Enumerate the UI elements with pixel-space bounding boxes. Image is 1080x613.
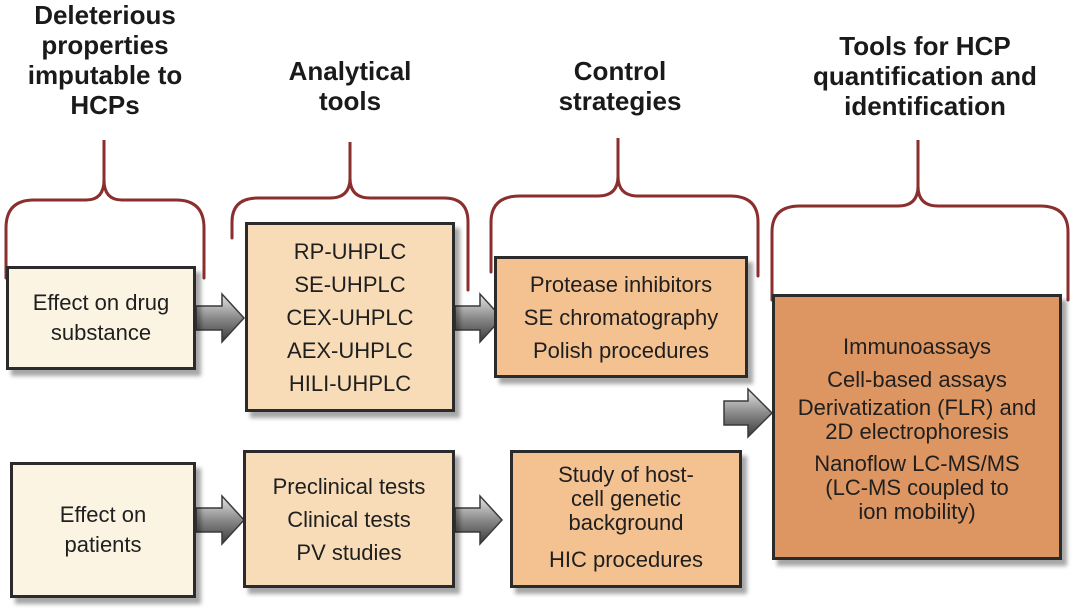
box-analytical-methods: RP-UHPLC SE-UHPLC CEX-UHPLC AEX-UHPLC HI… — [245, 222, 455, 412]
heading-hcp-quantification-tools: Tools for HCP quantification and identif… — [813, 31, 1037, 121]
arrow-analytical-to-control — [454, 292, 504, 344]
arrow-control-to-tools — [723, 387, 774, 439]
arrow-tests-to-hostcell — [454, 494, 504, 546]
bracket-col2 — [230, 142, 470, 292]
box-effect-on-drug-substance: Effect on drug substance — [6, 266, 196, 370]
box-hcp-tools: Immunoassays Cell-based assays Derivatiz… — [772, 294, 1062, 560]
arrow-patients-to-tests — [195, 494, 246, 546]
box-host-cell-study: Study of host- cell genetic background H… — [510, 450, 742, 588]
box-effect-on-patients: Effect on patients — [10, 462, 196, 598]
heading-control-strategies: Control strategies — [558, 56, 682, 116]
box-control-strategies: Protease inhibitors SE chromatography Po… — [494, 256, 748, 378]
bracket-col4 — [770, 140, 1070, 302]
bracket-col3 — [489, 138, 760, 278]
bracket-col1 — [4, 140, 206, 280]
arrow-drug-to-analytical — [195, 292, 246, 344]
heading-analytical-tools: Analytical tools — [288, 56, 412, 116]
heading-deleterious-properties: Deleterious properties imputable to HCPs — [27, 0, 183, 120]
box-clinical-tests: Preclinical tests Clinical tests PV stud… — [243, 450, 455, 588]
